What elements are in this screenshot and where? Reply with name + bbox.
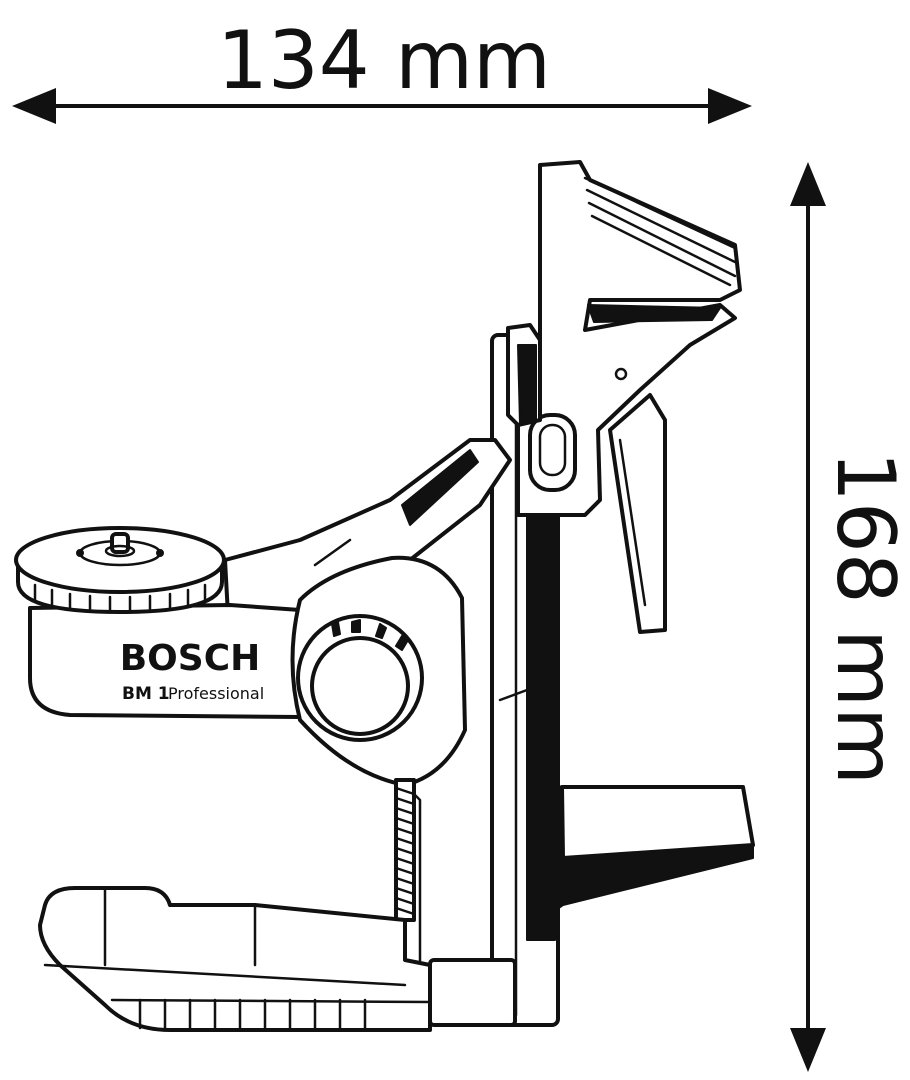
- upper-clamp: [506, 160, 742, 634]
- width-arrow-left-icon: [12, 88, 56, 124]
- bottom-clamp: [38, 886, 517, 1032]
- height-arrow-bottom-icon: [790, 1028, 826, 1072]
- product-drawing: BOSCH BM 1 Professional: [14, 160, 755, 1032]
- threaded-spindle: [394, 778, 416, 922]
- width-dimension-label: 134 mm: [217, 14, 551, 107]
- width-arrow-right-icon: [708, 88, 752, 124]
- locking-knob: [296, 614, 424, 742]
- wedge-foot: [526, 779, 755, 931]
- height-dimension-label: 168 mm: [819, 451, 910, 785]
- height-arrow-top-icon: [790, 162, 826, 206]
- brand-label: BOSCH: [120, 638, 261, 679]
- mounting-plate: [14, 526, 226, 614]
- model-code-label: BM 1: [122, 684, 170, 704]
- width-dimension: 134 mm: [12, 14, 752, 124]
- height-dimension: 168 mm: [790, 162, 910, 1072]
- model-suffix-label: Professional: [168, 684, 264, 703]
